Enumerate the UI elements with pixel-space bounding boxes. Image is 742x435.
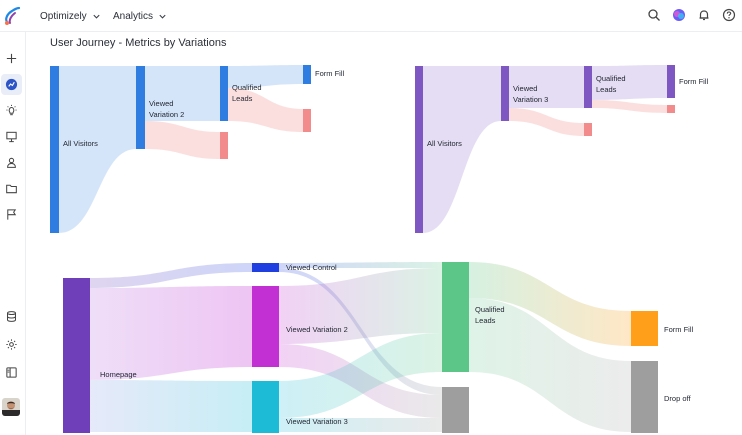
flow-viewed-variation-3-to-qualified-leads[interactable] (279, 333, 442, 418)
node-all-visitors[interactable] (415, 66, 423, 233)
flow-viewed-variation-to-drop-off[interactable] (145, 121, 220, 159)
node-viewed-variation[interactable] (136, 66, 145, 149)
insights-icon (5, 78, 18, 91)
label-viewed-variation-3: Viewed Variation 3 (286, 417, 348, 426)
label-form-fill: Form Fill (679, 77, 708, 86)
node-homepage[interactable] (63, 278, 90, 433)
sidebar-item-presentations[interactable] (1, 126, 22, 147)
node-form-fill[interactable] (667, 65, 675, 98)
sidebar-item-data[interactable] (1, 306, 22, 327)
sidebar-item-settings[interactable] (1, 334, 22, 355)
label-all-visitors: All Visitors (63, 139, 98, 148)
optimizely-menu[interactable]: Optimizely (40, 0, 101, 32)
flow-viewed-variation-to-qualified-leads[interactable] (145, 66, 220, 121)
node-viewed-variation[interactable] (501, 66, 509, 121)
flow-qualified-leads-to-form-fill[interactable] (592, 65, 667, 100)
label-form-fill: Form Fill (315, 69, 344, 78)
sidebar (0, 32, 26, 435)
node-qualified-leads[interactable] (220, 66, 228, 121)
folder-icon (6, 184, 17, 194)
flow-qualified-leads-to-drop-off[interactable] (469, 298, 631, 432)
sidebar-item-insights[interactable] (1, 74, 22, 95)
node-form-fill[interactable] (631, 311, 658, 346)
flow-qualified-leads-to-form-fill[interactable] (228, 65, 303, 88)
node-drop-off[interactable] (220, 132, 228, 159)
sidebar-item-flags[interactable] (1, 204, 22, 225)
flag-icon (7, 209, 17, 220)
settings-icon (6, 339, 17, 350)
sidebar-item-ideas[interactable] (1, 100, 22, 121)
presentation-icon (6, 131, 17, 143)
flow-all-visitors-to-viewed-variation[interactable] (423, 66, 501, 233)
help-icon[interactable] (722, 8, 736, 22)
flow-viewed-variation-to-drop-off[interactable] (509, 108, 584, 136)
top-icons (647, 8, 736, 22)
flow-homepage-to-viewed-variation-3[interactable] (90, 380, 252, 432)
chevron-down-icon (159, 14, 166, 19)
flow-viewed-control-to-qualified-leads[interactable] (279, 262, 442, 268)
sidebar-item-users[interactable] (1, 152, 22, 173)
node-viewed-control[interactable] (252, 263, 279, 272)
panel-icon (6, 367, 17, 378)
user-icon (7, 157, 16, 168)
avatar-image (2, 398, 20, 416)
label-all-visitors: All Visitors (427, 139, 462, 148)
flow-viewed-variation-3-to-drop-off[interactable] (279, 418, 442, 432)
analytics-menu[interactable]: Analytics (113, 0, 167, 32)
node-qualified-leads[interactable] (442, 262, 469, 372)
ai-assistant-icon[interactable] (672, 8, 686, 22)
user-avatar[interactable] (2, 398, 20, 416)
sidebar-item-files[interactable] (1, 178, 22, 199)
flow-qualified-leads-to-drop-off[interactable] (228, 88, 303, 132)
database-icon (6, 311, 17, 322)
node-drop-off-mid[interactable] (442, 387, 469, 433)
sankey-chart-all-variations: Homepage Viewed Control Viewed Variation… (63, 262, 693, 433)
bell-icon[interactable] (697, 8, 711, 22)
top-bar: Optimizely Analytics (0, 0, 742, 32)
node-viewed-variation-2[interactable] (252, 286, 279, 367)
label-viewed-variation-2: Viewed Variation 2 (286, 325, 348, 334)
lightbulb-icon (6, 104, 17, 116)
flow-all-visitors-to-viewed-variation[interactable] (59, 66, 136, 233)
search-icon[interactable] (647, 8, 661, 22)
node-viewed-variation-3[interactable] (252, 381, 279, 433)
analytics-menu-label: Analytics (113, 10, 154, 22)
flow-qualified-leads-to-form-fill[interactable] (469, 262, 631, 346)
node-qualified-leads[interactable] (584, 66, 592, 108)
node-all-visitors[interactable] (50, 66, 59, 233)
page-title: User Journey - Metrics by Variations (50, 37, 227, 49)
label-form-fill: Form Fill (664, 325, 693, 334)
chevron-down-icon (93, 14, 100, 19)
flow-homepage-to-viewed-variation-2[interactable] (90, 286, 252, 380)
node-drop-off-final[interactable] (667, 105, 675, 113)
flow-viewed-variation-2-to-qualified-leads[interactable] (279, 268, 442, 344)
node-drop-off[interactable] (584, 123, 592, 136)
sidebar-item-panel[interactable] (1, 362, 22, 383)
optimizely-logo-icon[interactable] (3, 6, 21, 26)
plus-icon (6, 53, 17, 64)
node-drop-off-final[interactable] (303, 109, 311, 132)
node-drop-off[interactable] (631, 361, 658, 433)
label-homepage: Homepage (100, 370, 137, 379)
label-viewed-control: Viewed Control (286, 263, 337, 272)
flow-qualified-leads-to-drop-off[interactable] (592, 100, 667, 113)
label-drop-off: Drop off (664, 394, 691, 403)
sidebar-item-create[interactable] (1, 48, 22, 69)
flow-viewed-variation-to-qualified-leads[interactable] (509, 66, 584, 108)
node-form-fill[interactable] (303, 65, 311, 84)
optimizely-menu-label: Optimizely (40, 10, 87, 22)
flow-homepage-to-viewed-control[interactable] (90, 263, 252, 288)
